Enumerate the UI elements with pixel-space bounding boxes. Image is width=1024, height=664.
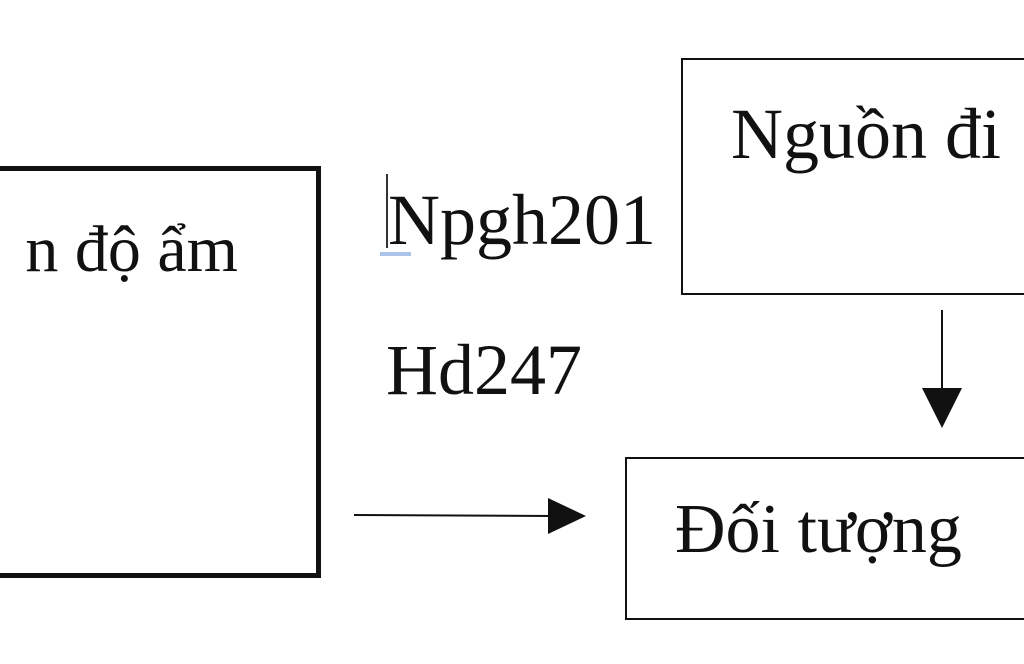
arrow-down (922, 310, 962, 428)
bottom-right-box-label: Đối tượng (675, 491, 962, 568)
bottom-right-box: Đối tượng (625, 457, 1024, 620)
top-right-box-label: Nguồn đi (731, 94, 1001, 174)
cursor-underline (380, 252, 411, 256)
arrow-right (353, 498, 586, 534)
top-right-box: Nguồn đi (681, 58, 1024, 295)
text-cursor (386, 174, 388, 248)
left-box-label: n độ ẩm (25, 213, 238, 286)
free-text-line-1: Npgh201 (388, 180, 656, 260)
free-text-line-2: Hd247 (386, 330, 582, 410)
left-box: n độ ẩm (0, 166, 321, 578)
